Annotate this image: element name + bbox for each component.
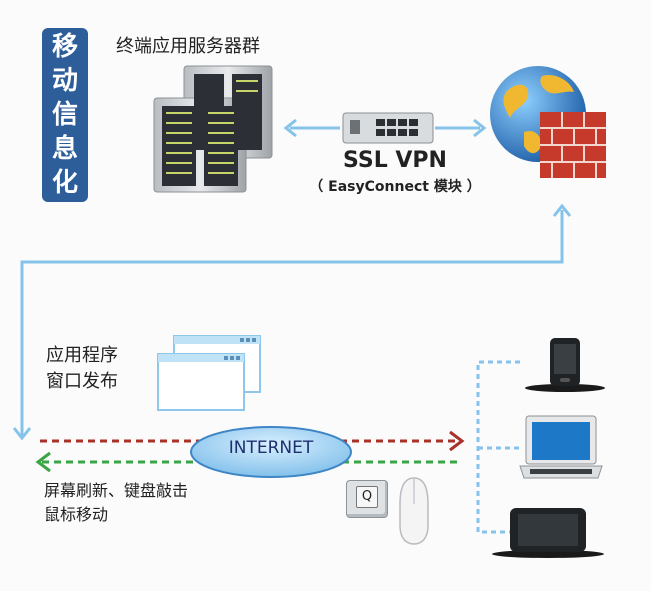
smartphone-icon <box>525 338 605 392</box>
ssl-vpn-title: SSL VPN <box>343 148 447 173</box>
loop-up-arrowhead <box>552 203 572 217</box>
badge-char: 化 <box>51 168 78 198</box>
input-events-line2: 鼠标移动 <box>44 505 109 524</box>
globe-arrowhead <box>473 118 487 138</box>
internet-label: INTERNET <box>228 438 314 458</box>
app-windows-icon <box>157 335 261 411</box>
server-cluster-icon <box>153 65 273 193</box>
mobile-informatization-badge: 移 动 信 息 化 <box>42 28 88 202</box>
app-publish-line1: 应用程序 <box>46 345 118 366</box>
input-events-label: 屏幕刷新、键盘敲击 鼠标移动 <box>44 479 264 527</box>
keyboard-key-icon: Q <box>346 480 388 518</box>
internet-cloud <box>190 426 352 478</box>
input-events-line1: 屏幕刷新、键盘敲击 <box>44 481 189 500</box>
app-publish-label: 应用程序 窗口发布 <box>46 343 136 395</box>
tablet-icon <box>492 508 604 558</box>
server-arrowhead <box>283 118 297 138</box>
vpn-loop-link <box>20 210 564 436</box>
badge-char: 信 <box>51 100 78 130</box>
badge-char: 息 <box>51 134 78 164</box>
badge-char: 移 <box>51 32 78 62</box>
server-cluster-label: 终端应用服务器群 <box>116 36 260 57</box>
loop-down-arrowhead <box>12 427 32 441</box>
app-publish-line2: 窗口发布 <box>46 371 118 392</box>
network-switch-icon <box>342 112 434 144</box>
input-arrowhead <box>35 451 51 473</box>
device-tree <box>476 360 520 534</box>
mouse-icon <box>399 477 429 545</box>
globe-firewall-icon <box>490 66 606 178</box>
publish-arrowhead <box>449 430 465 452</box>
vpn-module-label: （ EasyConnect 模块 ） <box>309 179 481 195</box>
keyboard-key-letter: Q <box>356 486 378 508</box>
badge-char: 动 <box>51 66 78 96</box>
laptop-icon <box>519 415 603 479</box>
